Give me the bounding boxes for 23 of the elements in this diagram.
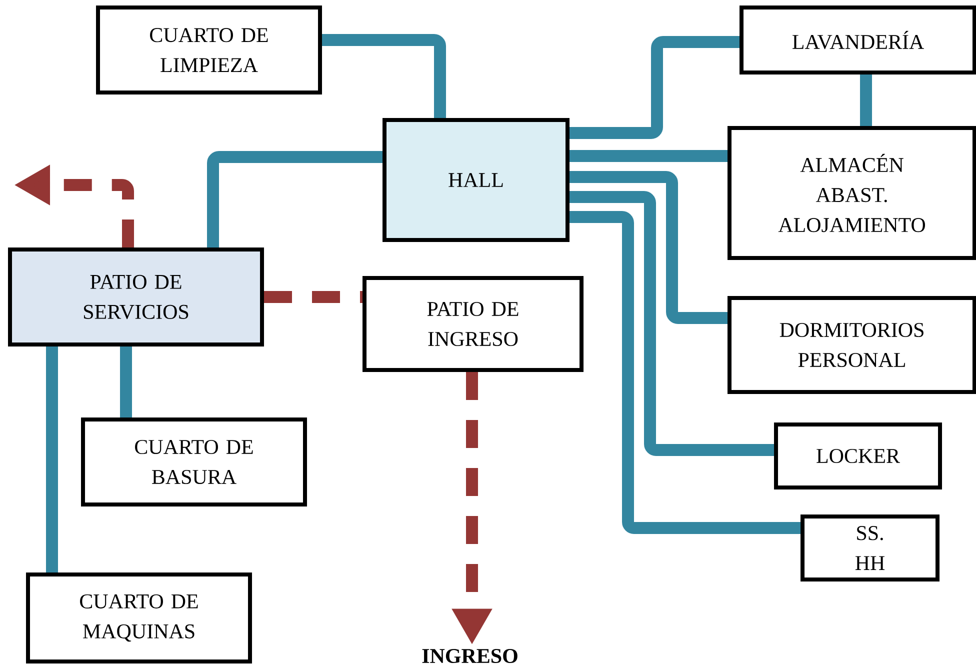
connector-line: [860, 74, 872, 126]
room-box: PATIO DE INGRESO: [362, 276, 584, 372]
connector-line: [46, 346, 58, 572]
room-box: SS. HH: [800, 514, 940, 582]
room-box: HALL: [382, 118, 570, 242]
connector-line: [207, 151, 382, 248]
connector-line: [570, 211, 800, 534]
room-box: CUARTO DE LIMPIEZA: [96, 6, 322, 94]
connector-line: [570, 150, 728, 162]
connector-line: [570, 36, 740, 139]
room-box: LAVANDERÍA: [740, 6, 976, 74]
room-box: LOCKER: [774, 422, 942, 490]
room-box: CUARTO DE BASURA: [81, 418, 307, 506]
destination-label: INGRESO: [422, 648, 518, 664]
room-box: CUARTO DE MAQUINAS: [26, 572, 252, 664]
connector-line: [570, 191, 774, 456]
connector-line: [570, 171, 728, 324]
connector-line: [322, 34, 446, 118]
room-box: PATIO DE SERVICIOS: [8, 248, 264, 346]
connector-line: [264, 291, 362, 303]
room-box: ALMACÉN ABAST. ALOJAMIENTO: [728, 126, 976, 260]
connector-line: [120, 346, 132, 418]
room-box: DORMITORIOS PERSONAL: [728, 296, 976, 394]
